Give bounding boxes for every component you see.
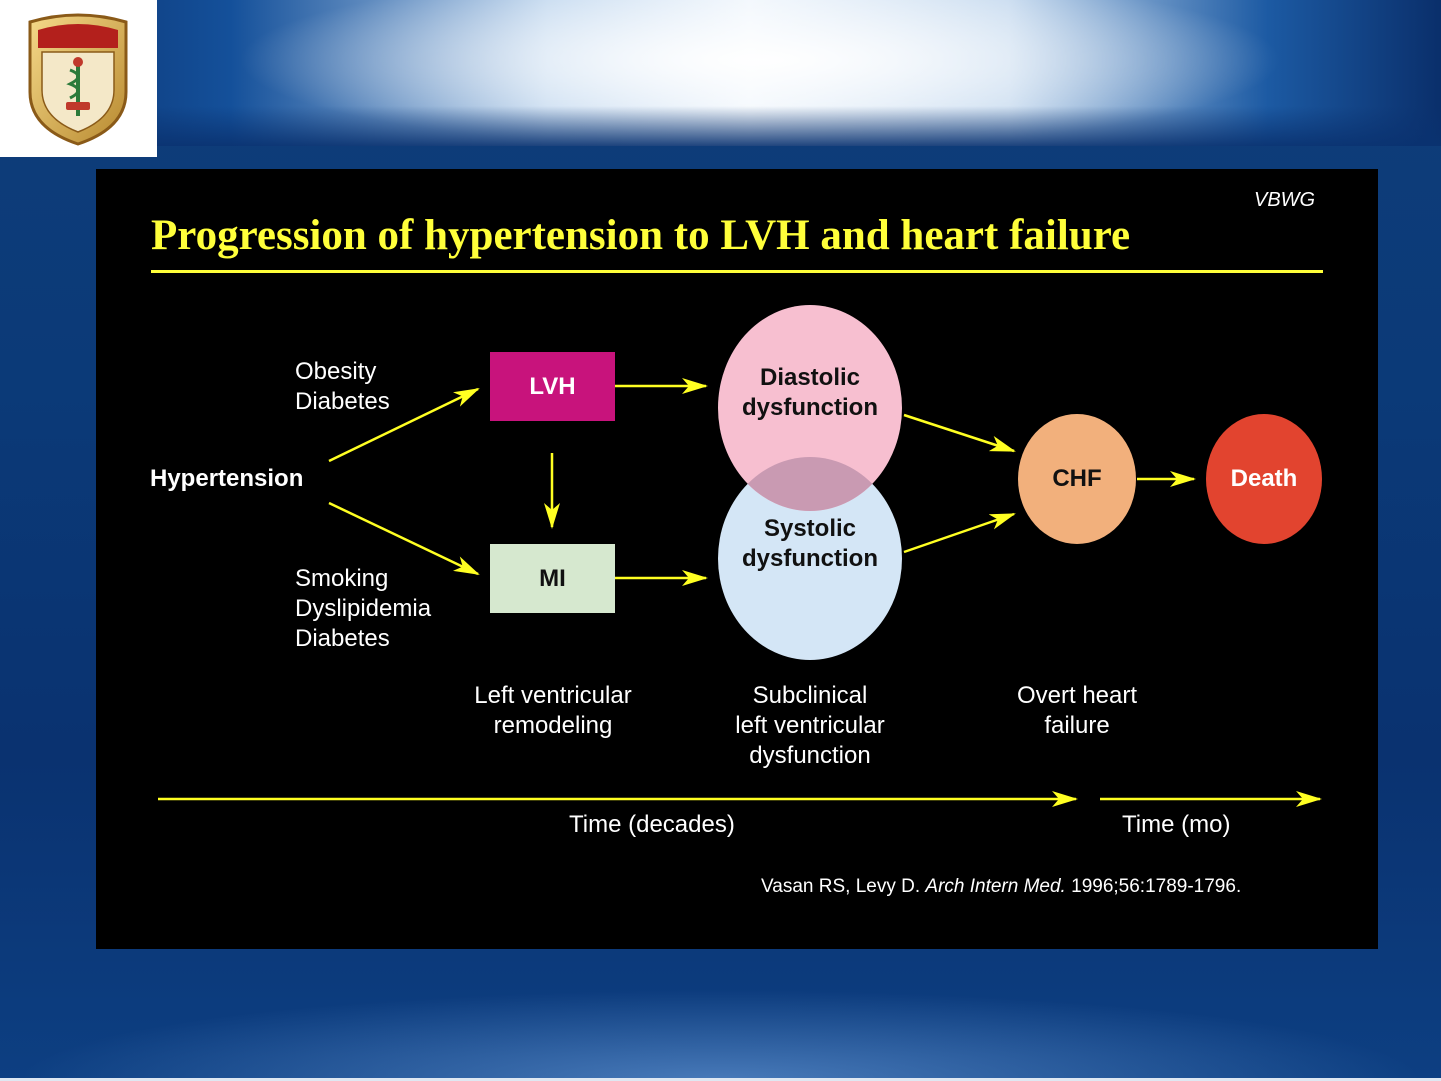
systolic-label: Systolic <box>763 514 857 542</box>
header-banner <box>0 0 1441 146</box>
logo-container <box>0 0 157 157</box>
arrow-diastolic-to-chf <box>903 413 1016 453</box>
stage-label: dysfunction <box>749 742 871 769</box>
death-circle: Death <box>1206 414 1322 544</box>
stage-label: failure <box>1044 712 1110 739</box>
diastolic-label: dysfunction <box>742 394 878 421</box>
diastolic-label: Diastolic <box>759 364 861 391</box>
timeline-months-label: Time (mo) <box>1122 811 1231 838</box>
stage-label: Subclinical <box>752 682 868 709</box>
risk-factors-upper: Obesity Diabetes <box>295 357 390 417</box>
stage-label: remodeling <box>493 712 613 739</box>
stage-label: Overt heart <box>1016 682 1138 709</box>
stage-label: Left ventricular <box>474 682 632 709</box>
citation-details: 1996;56:1789-1796. <box>1065 876 1242 897</box>
risk-factors-lower: Smoking Dyslipidemia Diabetes <box>295 564 431 654</box>
stage-overt: Overt heart failure <box>987 681 1167 741</box>
risk-label: Obesity <box>295 358 377 385</box>
circle-overlap <box>718 457 902 511</box>
footer-line <box>0 1078 1441 1081</box>
arrow-htn-to-lvh <box>328 387 480 463</box>
risk-label: Diabetes <box>295 625 390 652</box>
lvh-box: LVH <box>490 352 615 421</box>
footer-glow <box>0 940 1441 1081</box>
stage-subclinical: Subclinical left ventricular dysfunction <box>700 681 920 771</box>
source-tag: VBWG <box>1254 189 1316 211</box>
page-title: Progression of hypertension to LVH and h… <box>151 212 1131 259</box>
citation-journal: Arch Intern Med. <box>925 876 1066 897</box>
arrow-systolic-to-chf <box>903 512 1016 554</box>
chf-circle: CHF <box>1018 414 1136 544</box>
hypertension-node: Hypertension <box>150 465 304 492</box>
risk-label: Smoking <box>295 565 389 592</box>
systolic-label: dysfunction <box>742 544 878 572</box>
stage-label: left ventricular <box>735 712 885 739</box>
citation: Vasan RS, Levy D. Arch Intern Med. 1996;… <box>761 876 1241 898</box>
academy-logo-icon <box>28 13 128 146</box>
flow-arrows <box>158 378 1322 807</box>
title-underline <box>151 270 1323 273</box>
stage-remodeling: Left ventricular remodeling <box>453 681 653 741</box>
arrow-htn-to-mi <box>328 501 480 576</box>
citation-authors: Vasan RS, Levy D. <box>761 876 926 897</box>
risk-label: Diabetes <box>295 388 390 415</box>
timeline-decades-label: Time (decades) <box>569 811 735 838</box>
mi-box: MI <box>490 544 615 613</box>
slide-image: VBWG Progression of hypertension to LVH … <box>96 169 1378 949</box>
risk-label: Dyslipidemia <box>295 595 432 622</box>
